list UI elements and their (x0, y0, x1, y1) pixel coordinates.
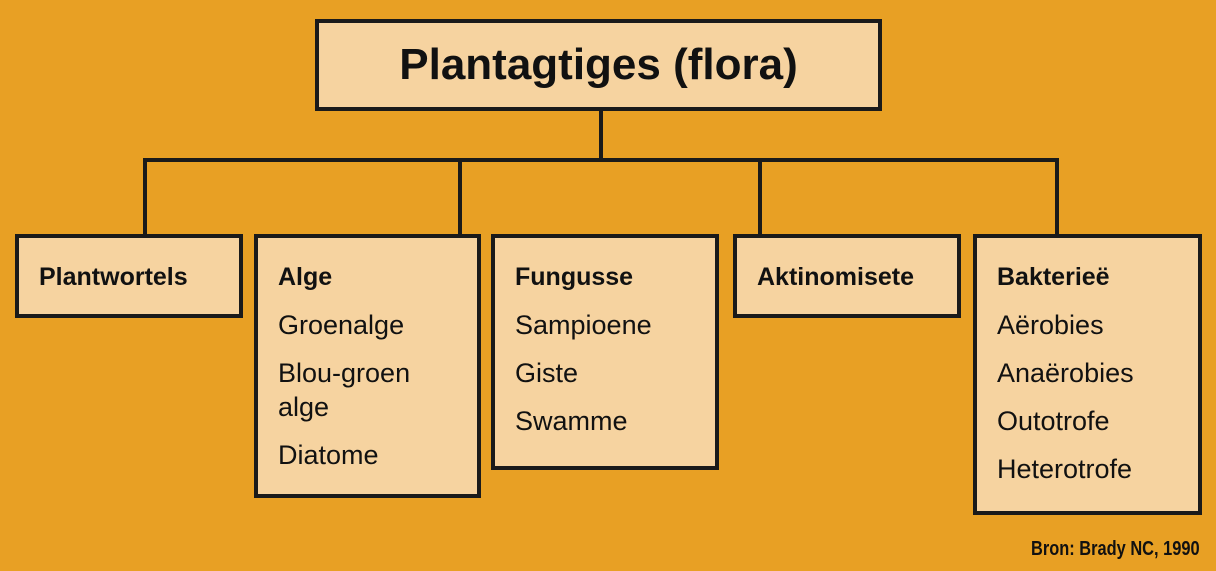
node-bakteriee: Bakterieë Aërobies Anaërobies Outotrofe … (973, 234, 1202, 515)
node-item: Outotrofe (997, 406, 1110, 436)
node-title: Bakterieë (997, 263, 1110, 291)
node-fungusse: Fungusse Sampioene Giste Swamme (491, 234, 719, 470)
node-item: Aërobies (997, 310, 1104, 340)
node-item: Swamme (515, 406, 628, 436)
node-item: Giste (515, 358, 579, 388)
node-item: Sampioene (515, 310, 652, 340)
node-item: Heterotrofe (997, 454, 1133, 484)
root-label: Plantagtiges (flora) (399, 40, 798, 89)
node-plantwortels: Plantwortels (15, 234, 243, 318)
node-title: Plantwortels (39, 263, 188, 291)
node-alge: Alge Groenalge Blou-groen alge Diatome (254, 234, 481, 498)
root-node: Plantagtiges (flora) (315, 19, 882, 111)
node-item: Blou-groen alge (278, 358, 411, 422)
node-title: Aktinomisete (757, 263, 914, 291)
node-item: Diatome (278, 440, 379, 470)
node-aktinomisete: Aktinomisete (733, 234, 961, 318)
source-citation: Bron: Brady NC, 1990 (1031, 538, 1200, 560)
node-item: Groenalge (278, 310, 405, 340)
node-title: Alge (278, 263, 333, 291)
node-item: Anaërobies (997, 358, 1134, 388)
node-title: Fungusse (515, 263, 634, 291)
